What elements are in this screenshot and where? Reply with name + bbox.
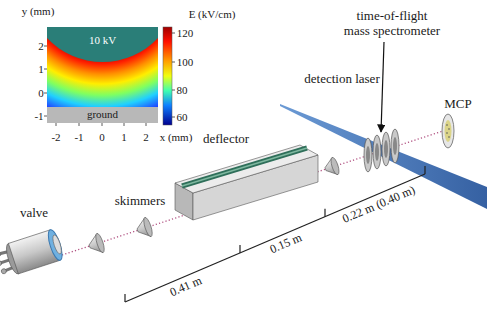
dimension: 0.41 m [168, 274, 204, 300]
region-label: 10 kV [47, 34, 158, 47]
tick-label: -2 [51, 131, 60, 144]
part-name: valve [20, 206, 48, 221]
tick-label: 1 [121, 131, 127, 144]
colorbar-tick: 100 [177, 56, 194, 69]
tick-label: 0 [38, 87, 44, 100]
part-name: MCP [444, 97, 471, 112]
field-map [47, 27, 158, 123]
dimension-line [125, 166, 425, 302]
tof-plates [364, 129, 399, 172]
molecular-beam [62, 130, 446, 255]
dimension: 0.22 m (0.40 m) [341, 183, 418, 226]
skimmer-cone [134, 217, 153, 240]
tick-label: 2 [38, 40, 44, 53]
electrode-region: 10 kV [47, 27, 158, 63]
part-name: deflector [203, 132, 249, 147]
tick-label: 0 [99, 131, 105, 144]
tick-label: 2 [143, 131, 149, 144]
mcp-detector [442, 114, 454, 148]
region-label: ground [47, 108, 158, 121]
colorbar-title: E (kV/cm) [189, 8, 236, 21]
colorbar [163, 27, 172, 125]
colorbar-tick: 120 [177, 27, 194, 40]
aperture-cone [323, 157, 341, 178]
tick-label: 1 [38, 63, 44, 76]
electrode-fill [47, 27, 158, 62]
colorbar-tick: 80 [177, 84, 188, 97]
tick-label: -1 [74, 131, 83, 144]
part-name: skimmers [115, 194, 166, 209]
part-name: time-of-flight mass spectrometer [344, 9, 441, 39]
part-name: detection laser [304, 72, 379, 87]
colorbar-tick: 60 [177, 111, 188, 124]
skimmer-cone [86, 233, 105, 256]
dimension: 0.15 m [268, 231, 304, 257]
tick-label: -1 [34, 110, 43, 123]
valve-drawing [0, 228, 65, 279]
ground-plate: ground [47, 107, 158, 123]
laser-beam [280, 104, 487, 209]
leader-arrow [381, 42, 384, 132]
axis-title: x (mm) [160, 131, 193, 144]
axis-title: y (mm) [22, 5, 55, 18]
deflector-drawing [175, 145, 318, 220]
